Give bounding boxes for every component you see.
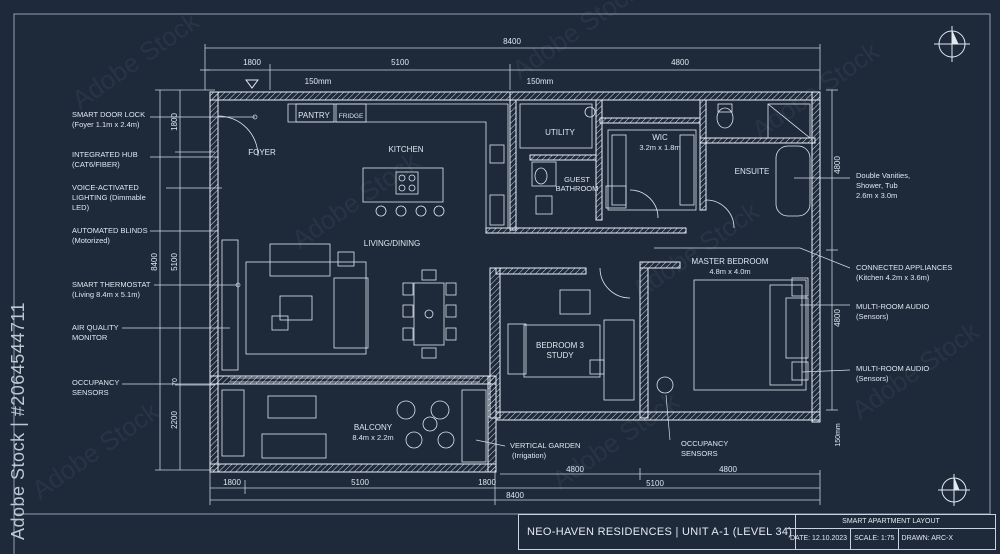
dim-top-overall: 8400 — [503, 37, 521, 46]
dim-top-seg: 4800 — [671, 58, 689, 67]
entry-arrow-icon — [245, 79, 259, 89]
callout-voice-lighting: VOICE-ACTIVATED — [72, 183, 139, 192]
dim-utility: 150mm — [527, 77, 554, 86]
dim-small: 150mm — [835, 423, 842, 447]
sheet-date: DATE: 12.10.2023 — [787, 529, 852, 549]
project-title: NEO-HAVEN RESIDENCES | UNIT A-1 (LEVEL 3… — [519, 515, 796, 549]
callout-air-quality: AIR QUALITY — [72, 323, 119, 332]
room-balcony-dims: 8.4m x 2.2m — [352, 433, 393, 442]
callout-voice-lighting-detail: LIGHTING (Dimmable — [72, 193, 146, 202]
dim-bottom-overall: 8400 — [506, 491, 524, 500]
callout-ensuite: Double Vanities, — [856, 171, 910, 180]
dim-bottom-seg: 1800 — [223, 478, 241, 487]
dim-top-seg: 1800 — [243, 58, 261, 67]
sheet-frame — [13, 13, 991, 515]
watermark: Adobe Stock — [26, 395, 165, 505]
room-guest-bath: GUEST — [564, 175, 590, 184]
dimension-lines — [155, 44, 838, 505]
callouts-right: Double Vanities, Shower, Tub 2.6m x 3.0m… — [856, 171, 952, 383]
dim-top-seg: 5100 — [391, 58, 409, 67]
room-master-dims: 4.8m x 4.0m — [709, 267, 750, 276]
room-wic: WIC — [652, 133, 668, 142]
callout-multiroom-audio: MULTI-ROOM AUDIO — [856, 364, 929, 373]
callout-integrated-hub-detail: (CAT6/FIBER) — [72, 160, 120, 169]
room-fridge: FRIDGE — [339, 113, 364, 120]
north-arrow-icon — [938, 474, 970, 506]
dim-bottom-mid: 4800 — [566, 465, 584, 474]
callout-vertical-garden-detail: (Irrigation) — [512, 451, 547, 460]
room-kitchen: KITCHEN — [388, 145, 423, 154]
callout-ensuite-detail: Shower, Tub — [856, 181, 898, 190]
walls — [209, 91, 821, 473]
callouts-left: SMART DOOR LOCK (Foyer 1.1m x 2.4m) INTE… — [72, 110, 151, 397]
callout-voice-lighting-detail: LED) — [72, 203, 90, 212]
watermark: Adobe Stock — [66, 5, 205, 115]
room-living-dining: LIVING/DINING — [364, 239, 420, 248]
dim-bottom-mid: 4800 — [719, 465, 737, 474]
room-bedroom3: BEDROOM 3 — [536, 341, 585, 350]
dim-right-seg: 4800 — [833, 156, 842, 174]
callout-multiroom-audio-detail: (Sensors) — [856, 312, 889, 321]
watermark: Adobe Stock — [506, 0, 645, 85]
stock-id-label: Adobe Stock | #2064544711 — [8, 301, 28, 540]
dim-left-overall: 8400 — [150, 253, 159, 271]
sheet-title: SMART APARTMENT LAYOUT — [787, 515, 995, 529]
dim-bottom-mid: 5100 — [646, 479, 664, 488]
callouts-bottom: VERTICAL GARDEN (Irrigation) OCCUPANCY S… — [510, 439, 728, 460]
north-arrow-icon — [934, 26, 970, 62]
callout-connected-appliances: CONNECTED APPLIANCES — [856, 263, 952, 272]
dim-bottom-seg: 1800 — [478, 478, 496, 487]
dim-pantry: 150mm — [305, 77, 332, 86]
room-master: MASTER BEDROOM — [692, 257, 769, 266]
callout-connected-appliances-detail: (Kitchen 4.2m x 3.6m) — [856, 273, 930, 282]
callout-occupancy-bottom-detail: SENSORS — [681, 449, 718, 458]
callout-air-quality-detail: MONITOR — [72, 333, 108, 342]
room-utility: UTILITY — [545, 128, 575, 137]
room-wic-dims: 3.2m x 1.8m — [639, 143, 680, 152]
room-ensuite: ENSUITE — [735, 167, 770, 176]
leader-lines — [122, 114, 851, 447]
title-block-info: SMART APARTMENT LAYOUT DATE: 12.10.2023 … — [787, 515, 995, 549]
callout-smart-thermostat: SMART THERMOSTAT — [72, 280, 151, 289]
dim-left-seg: 70 — [172, 378, 179, 386]
callout-automated-blinds-detail: (Motorized) — [72, 236, 110, 245]
room-balcony: BALCONY — [354, 423, 393, 432]
callout-occupancy-bottom: OCCUPANCY — [681, 439, 728, 448]
room-foyer: FOYER — [248, 148, 276, 157]
dimension-labels: 8400 1800 5100 4800 1800 5100 1800 4800 … — [150, 37, 842, 500]
room-labels: FOYER PANTRY FRIDGE KITCHEN LIVING/DININ… — [248, 111, 769, 442]
callout-occupancy: OCCUPANCY — [72, 378, 119, 387]
title-block: NEO-HAVEN RESIDENCES | UNIT A-1 (LEVEL 3… — [518, 514, 996, 550]
callout-multiroom-audio-detail: (Sensors) — [856, 374, 889, 383]
dim-left-seg: 2200 — [170, 411, 179, 429]
dim-bottom-seg: 5100 — [351, 478, 369, 487]
sheet-drawn-by: DRAWN: ARC-X — [901, 535, 954, 542]
callout-automated-blinds: AUTOMATED BLINDS — [72, 226, 148, 235]
callout-smart-thermostat-detail: (Living 8.4m x 5.1m) — [72, 290, 140, 299]
callout-vertical-garden: VERTICAL GARDEN — [510, 441, 580, 450]
dim-left-seg: 1800 — [170, 113, 179, 131]
callout-smart-door-lock-detail: (Foyer 1.1m x 2.4m) — [72, 120, 140, 129]
callout-multiroom-audio: MULTI-ROOM AUDIO — [856, 302, 929, 311]
sheet-scale: SCALE: 1:75 — [851, 529, 899, 549]
dim-right-seg: 4800 — [833, 309, 842, 327]
room-pantry: PANTRY — [298, 111, 330, 120]
callout-integrated-hub: INTEGRATED HUB — [72, 150, 138, 159]
dim-left-seg: 5100 — [170, 253, 179, 271]
room-guest-bath: BATHROOM — [556, 184, 599, 193]
callout-occupancy-detail: SENSORS — [72, 388, 109, 397]
callout-smart-door-lock: SMART DOOR LOCK — [72, 110, 145, 119]
room-study: STUDY — [546, 351, 574, 360]
callout-ensuite-detail: 2.6m x 3.0m — [856, 191, 897, 200]
fixtures — [209, 103, 811, 463]
